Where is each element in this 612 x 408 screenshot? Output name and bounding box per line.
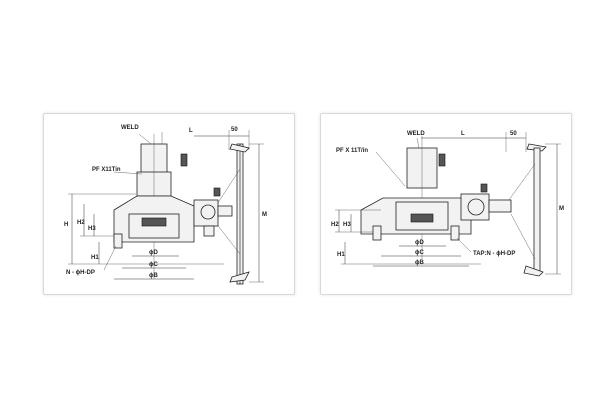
h2-label: H2 <box>331 222 339 228</box>
shaft-housing <box>488 199 512 213</box>
indicator <box>438 153 446 167</box>
h1-label: H1 <box>91 255 99 261</box>
tap-leader <box>456 237 472 253</box>
pf-leader <box>375 151 406 187</box>
h3-label: H3 <box>343 222 351 228</box>
pf-leader <box>113 171 143 175</box>
right-technical-drawing: WELD L 50 PF X 11T/in H2 H3 H1 M ϕD ϕC ϕ… <box>331 131 564 277</box>
fifty-label: 50 <box>231 127 238 133</box>
handwheel-rim <box>533 147 541 273</box>
spoke <box>510 213 536 260</box>
valve-seat <box>410 213 434 223</box>
d-label: ϕD <box>415 240 424 246</box>
weld-label: WELD <box>407 131 425 137</box>
valve-seat <box>141 217 167 227</box>
indicator <box>180 153 188 167</box>
right-foot <box>450 225 460 241</box>
h3-label: H3 <box>88 226 96 232</box>
right-drawing-panel: WELD L 50 PF X 11T/in H2 H3 H1 M ϕD ϕC ϕ… <box>320 113 572 295</box>
left-foot <box>372 225 382 241</box>
gear-bolt <box>480 183 488 193</box>
spoke <box>505 163 536 205</box>
d-label: ϕD <box>149 250 158 256</box>
weld-leader <box>138 133 152 145</box>
h2-label: H2 <box>77 220 85 226</box>
l-label: L <box>189 128 193 134</box>
b-label: ϕB <box>415 260 424 266</box>
right-foot <box>203 225 215 237</box>
left-technical-drawing: WELD L 50 PF X11Tin H H2 H3 H1 M ϕD ϕC ϕ… <box>64 125 267 285</box>
n-leader <box>103 245 117 271</box>
m-label: M <box>559 206 564 212</box>
left-drawing-panel: WELD L 50 PF X11Tin H H2 H3 H1 M ϕD ϕC ϕ… <box>43 113 295 295</box>
gear-wheel <box>200 204 216 220</box>
gear-bolt <box>213 187 221 197</box>
b-label: ϕB <box>149 273 158 279</box>
n-label: N - ϕH-DP <box>66 270 95 276</box>
c-label: ϕC <box>149 262 158 268</box>
shaft-housing <box>217 205 233 217</box>
gear-wheel <box>467 198 485 216</box>
weld-label: WELD <box>121 125 139 131</box>
pf-label: PF X 11T/in <box>336 148 368 154</box>
m-label: M <box>262 212 267 218</box>
fifty-label: 50 <box>510 131 517 137</box>
handwheel-handle-top <box>526 143 547 152</box>
left-foot <box>113 233 123 249</box>
handwheel-handle-bottom <box>229 271 250 283</box>
l-label: L <box>461 131 465 137</box>
c-label: ϕC <box>415 250 424 256</box>
tap-label: TAP:N - ϕH-DP <box>473 251 515 257</box>
pf-label: PF X11Tin <box>92 167 121 173</box>
h1-label: H1 <box>337 252 345 258</box>
weld-leader <box>416 137 420 149</box>
handwheel-handle-top <box>229 143 250 153</box>
handwheel-handle-bottom <box>523 265 544 277</box>
h-label: H <box>64 222 68 228</box>
